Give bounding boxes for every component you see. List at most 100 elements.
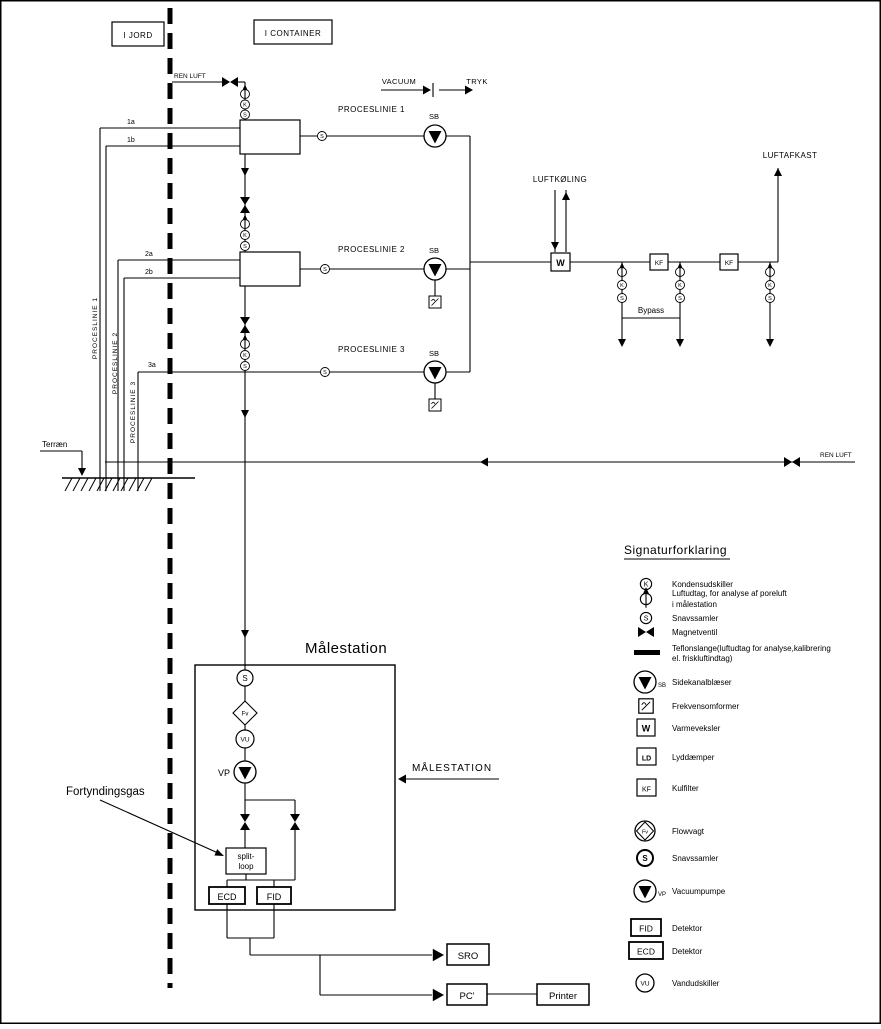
dirt-trap-letter: S <box>242 674 247 683</box>
legend-sb-letters: SB <box>658 683 666 689</box>
legend-vacuum-pump-icon <box>633 879 657 903</box>
fortyndingsgas-label: Fortyndingsgas <box>66 786 145 798</box>
legend-s-letter: S <box>642 854 648 863</box>
flow-guard-letter: Fv <box>242 712 249 718</box>
well3-vertical-label: PROCESLINIE 3 <box>130 381 137 443</box>
side-channel-blower-1 <box>423 124 447 148</box>
legend-flow-guard-icon: Fv <box>634 820 656 842</box>
legend-w-letter: W <box>642 724 651 734</box>
legend-label: Magnetventil <box>672 628 718 637</box>
ecd-detector: ECD <box>208 886 246 905</box>
proceslinie2-label: PROCESLINIE 2 <box>338 245 405 254</box>
split-loop-line2: loop <box>238 862 254 871</box>
sb-label-2: SB <box>429 246 439 255</box>
legend-dirt-trap-bold-icon: S <box>636 849 654 867</box>
dirt-trap <box>765 293 775 303</box>
fortyndingsgas-arrow <box>214 849 224 856</box>
vacuum-pump-label: VP <box>218 768 230 778</box>
legend-label: Vacuumpumpe <box>672 887 726 896</box>
legend: Signaturforklaring Kondensudskiller Luft… <box>624 543 831 993</box>
split-loop-line1: split- <box>238 852 255 861</box>
printer-box: Printer <box>536 983 590 1006</box>
station-callout-label: MÅLESTATION <box>412 761 492 774</box>
kf-letter: KF <box>655 260 663 267</box>
frequency-converter-3 <box>428 398 442 412</box>
condensate-separator <box>675 280 685 290</box>
legend-label: Varmeveksler <box>672 724 721 733</box>
ren-luft-top-label: REN LUFT <box>174 73 206 80</box>
luftafkast-label: LUFTAFKAST <box>763 151 818 160</box>
bypass-label: Bypass <box>638 306 664 315</box>
legend-fid-icon <box>630 918 662 937</box>
condensate-separator <box>240 350 250 360</box>
station-box <box>194 664 396 911</box>
well2-vertical-label: PROCESLINIE 2 <box>112 332 119 394</box>
legend-silencer-icon <box>636 747 657 766</box>
ren-luft-right-label: REN LUFT <box>820 452 852 459</box>
side-channel-blower-2 <box>423 257 447 281</box>
tap-2b-label: 2b <box>145 269 153 276</box>
legend-label: el. friskluftindtag) <box>672 654 733 663</box>
tap-3a-label: 3a <box>148 362 156 369</box>
dirt-trap <box>617 293 627 303</box>
legend-label: Kondensudskiller <box>672 580 733 589</box>
carbon-filter-2: KF <box>719 253 739 271</box>
legend-label: Teflonslange(luftudtag for analyse,kalib… <box>672 644 831 653</box>
tryk-label: TRYK <box>466 77 487 86</box>
legend-frequency-icon <box>638 698 654 714</box>
station-dirt-trap: S <box>236 669 254 687</box>
water-separator: VU <box>235 729 255 749</box>
legend-label: Snavssamler <box>672 614 719 623</box>
terraen-label: Terræn <box>42 440 67 449</box>
sb-label-1: SB <box>429 112 439 121</box>
legend-label: Snavssamler <box>672 854 719 863</box>
condensate-separator <box>240 230 250 240</box>
carbon-filter-1: KF <box>649 253 669 271</box>
legend-label: Frekvensomformer <box>672 702 739 711</box>
luftkoling-label: LUFTKØLING <box>533 175 587 184</box>
printer-label: Printer <box>549 991 577 1002</box>
legend-vp-letters: VP <box>658 892 666 898</box>
heat-exchanger: W <box>550 252 571 272</box>
condensate-separator <box>240 99 250 110</box>
pc-label: PC' <box>459 991 474 1002</box>
legend-label: Detektor <box>672 924 703 933</box>
legend-ecd-icon <box>628 941 664 960</box>
flow-guard: Fv <box>232 700 258 726</box>
legend-label: i målestation <box>672 600 717 609</box>
water-separator-letter: VU <box>240 737 249 744</box>
legend-carbon-filter-icon <box>636 778 657 797</box>
tap-1a-label: 1a <box>127 119 135 126</box>
zone-jord-label: I JORD <box>123 31 152 40</box>
kf-letter: KF <box>725 260 733 267</box>
legend-label: Lyddæmper <box>672 753 715 762</box>
legend-label: Vandudskiller <box>672 979 720 988</box>
manifold-line1 <box>239 119 301 155</box>
dirt-trap <box>675 293 685 303</box>
proceslinie1-label: PROCESLINIE 1 <box>338 105 405 114</box>
fid-letters: FID <box>267 892 282 902</box>
manifold-line2 <box>239 251 301 287</box>
dirt-trap <box>240 361 250 371</box>
legend-title: Signaturforklaring <box>624 543 727 557</box>
proceslinie3-label: PROCESLINIE 3 <box>338 345 405 354</box>
vacuum-pump <box>233 760 257 784</box>
side-channel-blower-3 <box>423 360 447 384</box>
legend-kf-letters: KF <box>642 787 651 794</box>
heat-exchanger-letter: W <box>556 258 565 268</box>
legend-fid-letters: FID <box>639 924 653 934</box>
dirt-trap <box>240 109 250 120</box>
legend-label: Sidekanalblæser <box>672 678 732 687</box>
vacuum-label: VACUUM <box>382 77 416 86</box>
legend-dirt-trap-icon <box>639 611 653 625</box>
condensate-separator <box>765 280 775 290</box>
legend-ld-letters: LD <box>642 756 651 763</box>
dirt-trap <box>240 241 250 251</box>
ground-hatching <box>62 477 195 492</box>
split-loop-box: split- loop <box>225 847 267 875</box>
well1-vertical-label: PROCESLINIE 1 <box>92 297 99 359</box>
legend-fv-letters: Fv <box>642 830 648 836</box>
legend-label: Luftudtag, for analyse af poreluft <box>672 589 788 598</box>
